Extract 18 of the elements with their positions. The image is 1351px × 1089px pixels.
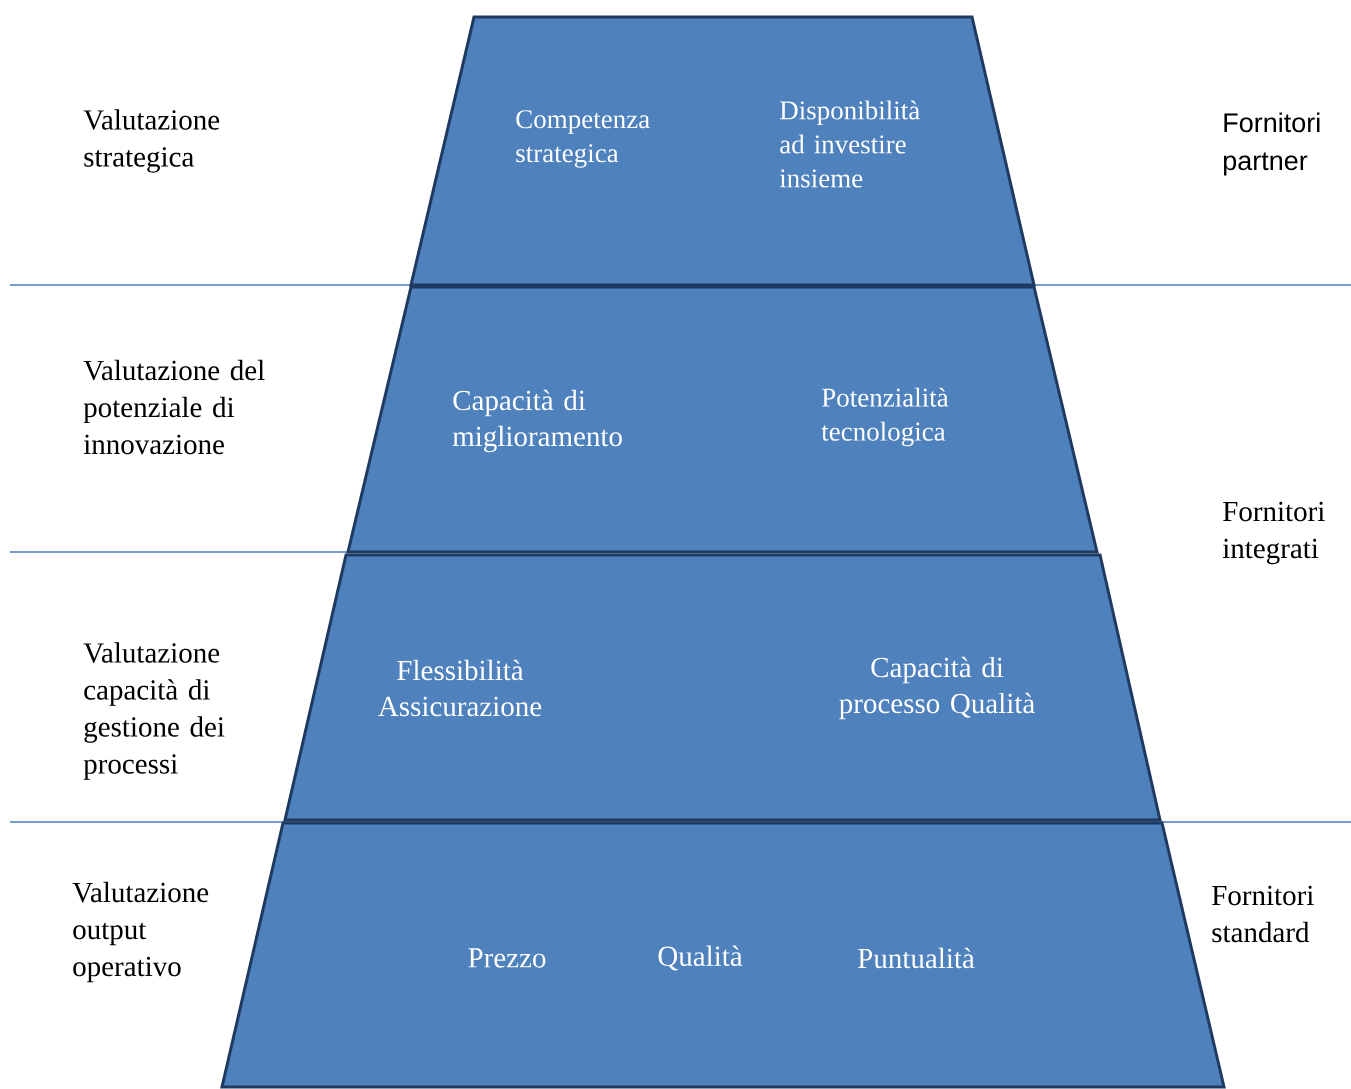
side-label: Valutazione del potenziale di innovazione bbox=[83, 359, 265, 455]
band-text: Flessibilità Assicurazione bbox=[378, 659, 542, 717]
band-text: Competenza strategica bbox=[516, 110, 650, 168]
side-label: Fornitori integrati bbox=[1222, 501, 1325, 565]
band-text: Disponibilità ad investire insieme bbox=[779, 100, 920, 188]
band-text: Capacità di miglioramento bbox=[452, 389, 622, 453]
band-text: Qualità bbox=[658, 945, 743, 971]
pyramid-band bbox=[283, 553, 1162, 822]
band-text: Prezzo bbox=[468, 948, 546, 968]
side-label: Fornitori partner bbox=[1223, 112, 1320, 176]
band-text: Potenzialità tecnologica bbox=[821, 387, 949, 447]
pyramid-band bbox=[409, 15, 1036, 287]
band-text: Puntualità bbox=[858, 947, 975, 969]
band-text: Capacità di processo Qualità bbox=[839, 656, 1035, 720]
side-label: Fornitori standard bbox=[1212, 885, 1314, 943]
side-label: Valutazione capacità di gestione dei processi bbox=[83, 642, 225, 780]
pyramid-band bbox=[346, 285, 1099, 554]
side-label: Valutazione strategica bbox=[83, 109, 220, 173]
